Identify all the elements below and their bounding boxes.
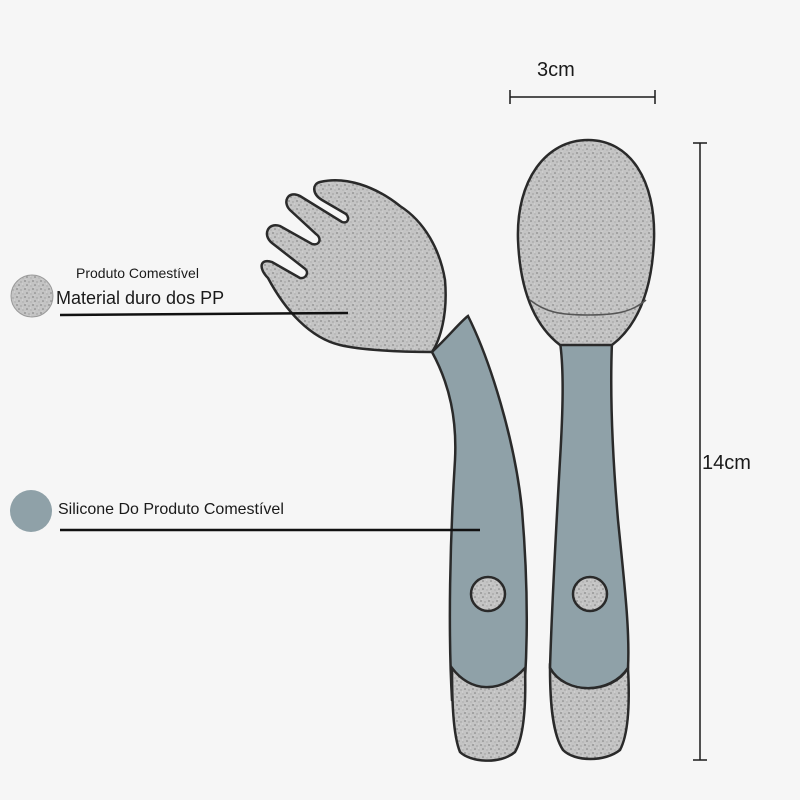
width-dimension-label: 3cm xyxy=(537,59,575,81)
fork-silicone-handle xyxy=(430,314,528,704)
pp-pointer-line xyxy=(59,311,349,317)
fork xyxy=(260,179,528,762)
fork-pp-grip xyxy=(450,664,527,762)
height-dimension-label: 14cm xyxy=(702,452,751,474)
spoon-silicone-handle xyxy=(548,340,630,690)
spoon-pp-grip xyxy=(548,663,630,761)
fork-pp-head xyxy=(260,179,447,354)
height-dimension xyxy=(693,142,707,761)
spoon-thumb-hole xyxy=(571,575,609,613)
spoon-bowl-inner-rim xyxy=(529,299,647,316)
spoon xyxy=(516,138,656,761)
pp-material-swatch xyxy=(10,274,54,318)
spoon-pp-bowl xyxy=(516,138,656,347)
width-dimension xyxy=(509,90,656,104)
silicone-material-label: Silicone Do Produto Comestível xyxy=(58,501,284,518)
pp-material-label: Material duro dos PP xyxy=(56,288,225,308)
silicone-swatch xyxy=(10,490,52,532)
fork-thumb-hole xyxy=(469,575,507,613)
pp-edible-label: Produto Comestível xyxy=(76,265,199,281)
